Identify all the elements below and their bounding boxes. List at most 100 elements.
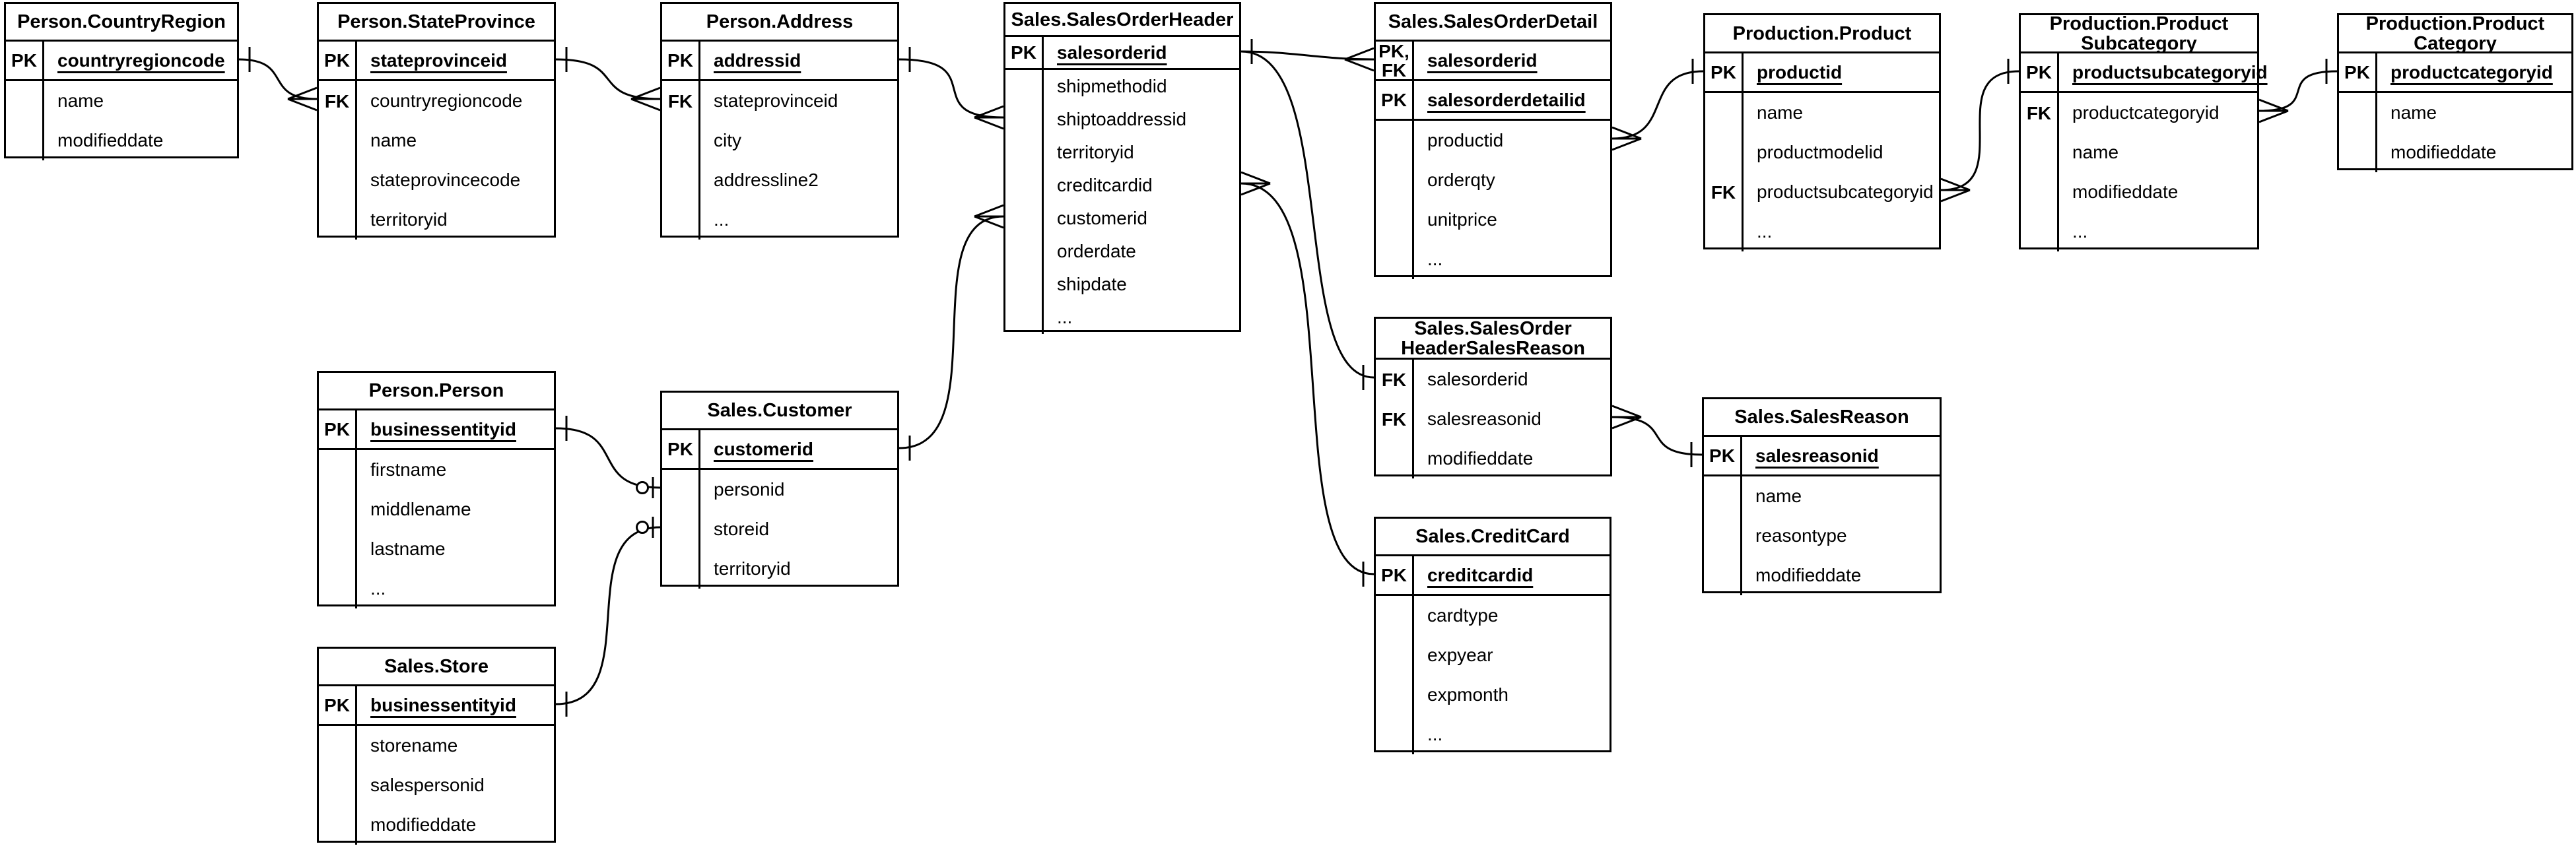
attr-row-orderqty: orderqty	[1376, 160, 1610, 200]
attr-name: modifieddate	[1755, 565, 1862, 585]
key-label	[1376, 675, 1414, 715]
zero-or-one-circle-icon	[636, 521, 649, 534]
attr-row-cardtype: cardtype	[1376, 596, 1610, 635]
key-label	[1704, 476, 1742, 516]
key-label: PK	[662, 42, 700, 79]
key-label	[1376, 240, 1414, 279]
relationship-line	[1611, 70, 1704, 140]
attr-name: ...	[2072, 221, 2088, 242]
key-label	[319, 529, 357, 569]
key-label: PK	[319, 686, 357, 724]
attr-name: productcategoryid	[2072, 102, 2220, 123]
attr-name: stateprovincecode	[370, 170, 521, 190]
attr-row-territoryid: territoryid	[1005, 136, 1239, 169]
relationship-line	[555, 526, 661, 705]
key-label	[1376, 200, 1414, 240]
key-label	[319, 121, 357, 160]
key-label: PK	[1376, 556, 1414, 594]
attr-name: modifieddate	[1427, 448, 1534, 469]
attr-name: expmonth	[1427, 684, 1508, 705]
attr-row-name: name	[1704, 476, 1940, 516]
key-label	[1376, 439, 1414, 478]
key-label	[1704, 516, 1742, 556]
attr-row-ellipsis: ...	[2021, 212, 2257, 251]
attr-name: ...	[370, 578, 386, 599]
attr-row-territoryid: territoryid	[319, 200, 554, 240]
attr-name: city	[714, 130, 741, 150]
attr-name: modifieddate	[370, 814, 477, 835]
key-label	[319, 160, 357, 200]
relationship-salesorderheader.salesorderid-salesorderheadersalesreason.salesorderid	[1240, 50, 1374, 390]
entity-title-line: Sales.Store	[384, 656, 489, 677]
attr-name: ...	[714, 209, 729, 230]
relationship-line	[1940, 70, 2019, 191]
key-label	[662, 121, 700, 160]
key-label	[1376, 635, 1414, 675]
attr-name: reasontype	[1755, 525, 1847, 546]
attr-name: expyear	[1427, 645, 1493, 665]
attr-row-shiptoaddressid: shiptoaddressid	[1005, 103, 1239, 136]
entity-title-line: Person.StateProvince	[337, 11, 535, 32]
relationship-line	[555, 427, 661, 489]
attr-row-name: name	[2021, 133, 2257, 172]
attr-name: countryregioncode	[370, 90, 523, 111]
entity-title: Sales.Customer	[662, 393, 897, 430]
attr-row-stateprovincecode: stateprovincecode	[319, 160, 554, 200]
key-label: PK	[2021, 53, 2059, 91]
key-label	[319, 726, 357, 765]
attr-name: productsubcategoryid	[1757, 181, 1934, 202]
key-label	[1376, 596, 1414, 635]
key-label	[319, 805, 357, 845]
entity-title: Sales.Store	[319, 649, 554, 686]
key-label: PK	[319, 410, 357, 448]
attr-name: storename	[370, 735, 458, 756]
attr-name: productid	[1757, 61, 1843, 82]
attr-name: salesorderid	[1427, 49, 1538, 71]
key-label: PK	[662, 430, 700, 468]
attr-row-shipdate: shipdate	[1005, 268, 1239, 301]
entity-title: Person.Address	[662, 4, 897, 42]
key-label	[2339, 93, 2377, 133]
relationship-salesorderheader.salesorderid-salesorderdetail.salesorderid	[1240, 39, 1374, 72]
entity-title: Sales.SalesOrderDetail	[1376, 4, 1610, 42]
attr-name: name	[1755, 486, 1802, 506]
attr-name: name	[2072, 142, 2119, 162]
key-label: FK	[2021, 93, 2059, 133]
key-label	[1005, 301, 1044, 334]
key-label	[2021, 212, 2059, 251]
attr-name: modifieddate	[2390, 142, 2497, 162]
key-label	[1376, 121, 1414, 160]
relationship-line	[898, 58, 1004, 119]
entity-title-line: Person.CountryRegion	[17, 11, 226, 32]
attr-row-lastname: lastname	[319, 529, 554, 569]
attr-name: salesreasonid	[1755, 445, 1879, 466]
key-label	[1005, 169, 1044, 202]
attr-row-productmodelid: productmodelid	[1705, 133, 1939, 172]
key-label	[1005, 136, 1044, 169]
key-label	[662, 549, 700, 589]
attr-row-reasontype: reasontype	[1704, 516, 1940, 556]
entity-title-line: Subcategory	[2081, 32, 2197, 54]
entity-title: Person.Person	[319, 373, 554, 410]
relationship-line	[555, 58, 661, 100]
attr-row-ellipsis: ...	[1705, 212, 1939, 251]
